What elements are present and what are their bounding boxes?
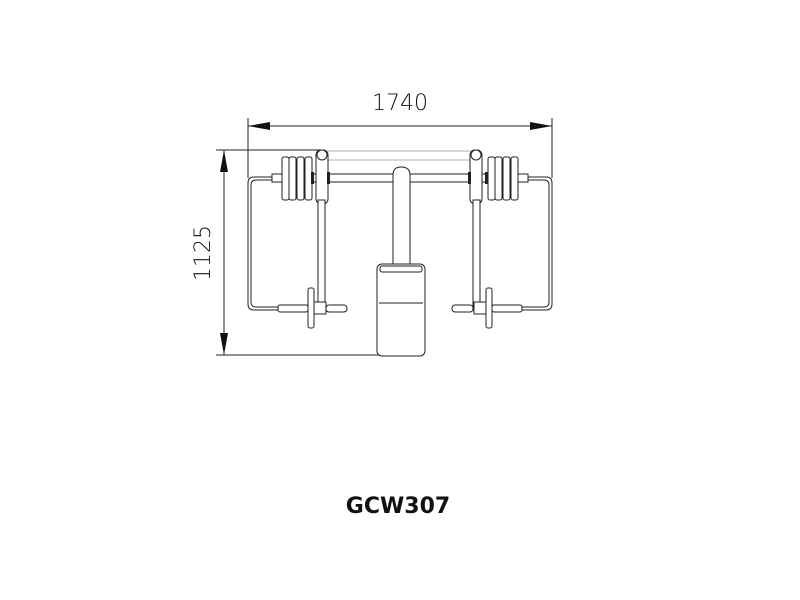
width-dimension-line <box>247 118 553 178</box>
model-code: GCW307 <box>346 494 450 519</box>
height-dimension-line <box>216 149 380 356</box>
equipment-top-view <box>247 149 553 357</box>
width-dimension-label: 1740 <box>372 91 428 116</box>
height-dimension-label: 1125 <box>191 225 216 281</box>
